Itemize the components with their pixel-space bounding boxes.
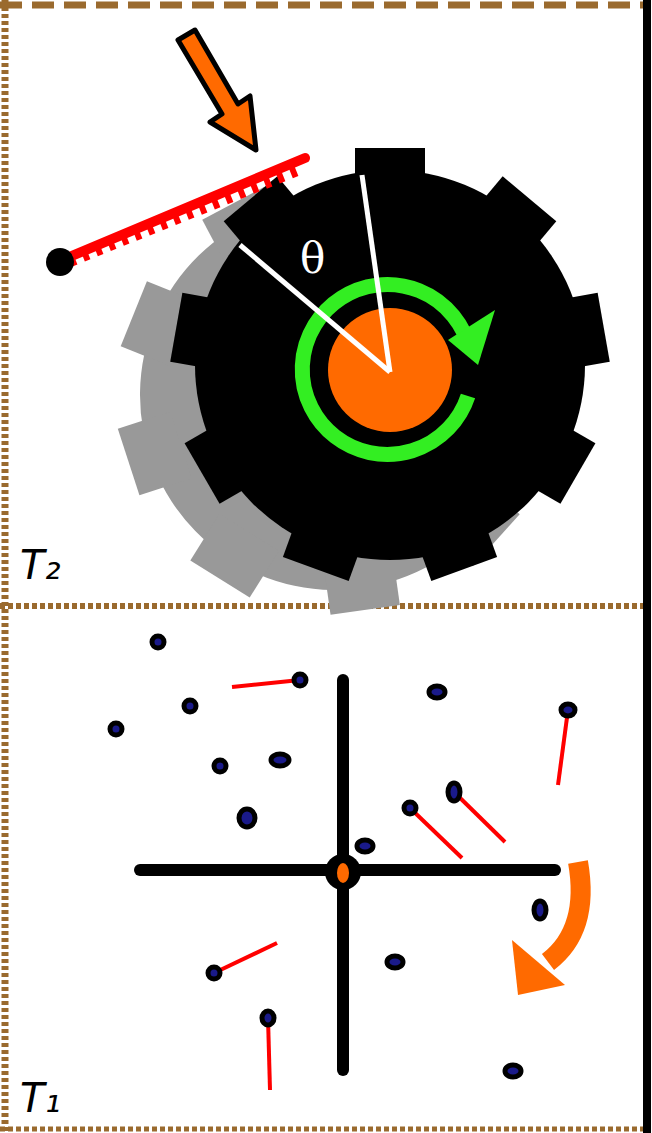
gear [170, 148, 610, 581]
panel-label: T₂ [20, 545, 60, 585]
rotor-cross [140, 680, 555, 1070]
particle [110, 636, 575, 1077]
rotor-hub [325, 854, 361, 890]
lever [46, 158, 305, 276]
rotation-arrowhead [448, 310, 495, 365]
angle-ray [362, 175, 390, 372]
particle-trail [214, 680, 568, 1090]
rotor-axle [337, 863, 349, 883]
gear-shadow [75, 137, 595, 652]
panel-label: T₁ [20, 1078, 60, 1118]
angle-label: θ [300, 238, 325, 280]
rotation-arrow [512, 862, 581, 995]
force-arrow [178, 30, 256, 150]
